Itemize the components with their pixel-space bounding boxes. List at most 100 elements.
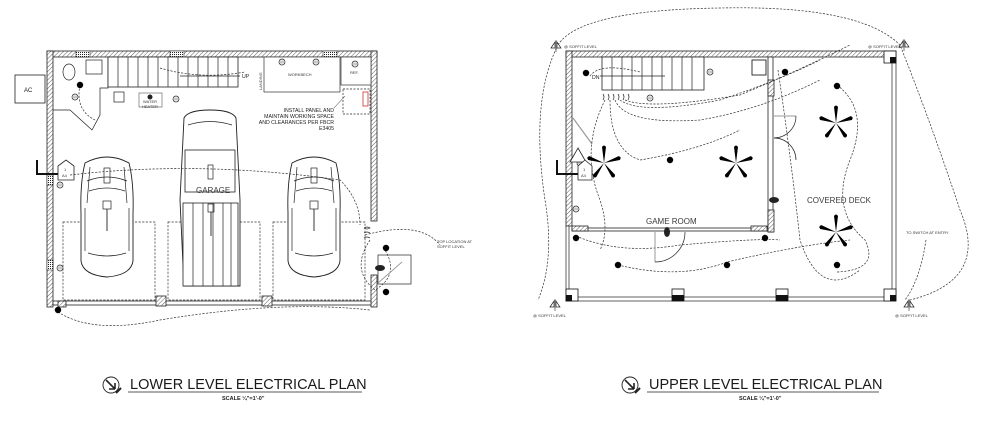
circuit xyxy=(69,168,361,226)
parking-bay xyxy=(167,221,261,301)
outlet-icon xyxy=(56,181,64,189)
pier xyxy=(261,295,273,307)
wall-segment xyxy=(750,225,768,232)
soffit-note-top-left: @ SOFFIT LEVEL xyxy=(564,44,598,49)
upper-plan-title: UPPER LEVEL ELECTRICAL PLAN xyxy=(649,377,882,393)
electric-meter-upper: 1 A4 xyxy=(556,159,593,181)
switch-note: TO SWITCH AT ENTRY xyxy=(906,230,949,235)
circuit xyxy=(617,239,851,273)
stairs-upper: DN xyxy=(589,56,705,91)
parking-bay xyxy=(272,221,366,301)
stairs-lower: UP xyxy=(107,56,250,88)
svg-text:E3405: E3405 xyxy=(319,126,334,132)
deck-rail-right xyxy=(891,56,897,298)
stair-down-label: DN xyxy=(592,75,600,81)
outlet-icon xyxy=(351,60,359,68)
circuit xyxy=(904,239,927,301)
soffit-note-bottom-left: @ SOFFIT LEVEL xyxy=(533,313,567,318)
upper-wall-left xyxy=(565,50,573,227)
panel-note: INSTALL PANEL AND MAINTAIN WORKING SPACE… xyxy=(259,108,335,132)
electrical-panel xyxy=(362,91,369,107)
outlet-icon xyxy=(646,94,654,102)
ceiling-fan-icon xyxy=(718,145,754,179)
circuit xyxy=(614,79,821,122)
circuit xyxy=(836,84,870,273)
circuit xyxy=(609,99,741,161)
garage-door-line xyxy=(52,300,372,306)
sink xyxy=(85,59,103,75)
toilet xyxy=(62,63,76,81)
pickup-truck xyxy=(179,109,241,287)
circuit xyxy=(777,69,861,281)
svg-text:A4: A4 xyxy=(62,173,68,178)
circuit xyxy=(575,235,781,249)
workbench xyxy=(263,56,341,93)
circuit xyxy=(537,44,559,301)
wall-segment xyxy=(571,225,589,232)
window xyxy=(322,50,338,58)
panel-clearance xyxy=(342,88,371,115)
wall-segment xyxy=(767,79,775,97)
deck-rail-bottom xyxy=(565,296,897,302)
circuit xyxy=(360,239,391,291)
covered-deck-label: COVERED DECK xyxy=(807,196,872,205)
water-heater: WATER HEATER xyxy=(113,91,163,109)
garage-label: GARAGE xyxy=(196,186,230,195)
svg-text:TOP LOCATION AT: TOP LOCATION AT xyxy=(437,239,473,244)
stair-up-label: UP xyxy=(242,74,250,80)
circuit xyxy=(54,306,371,326)
refrigerator-label: REF. xyxy=(350,70,359,75)
light-fixture-icon xyxy=(664,154,676,166)
wall-right xyxy=(370,50,378,222)
svg-text:INSTALL PANEL AND: INSTALL PANEL AND xyxy=(284,108,335,114)
circuit xyxy=(78,84,96,121)
window xyxy=(46,259,54,271)
outlet-icon xyxy=(706,68,714,76)
circuit xyxy=(619,59,821,108)
light-fixture-icon xyxy=(831,259,843,271)
soffit-note-bottom-right: @ SOFFIT LEVEL xyxy=(895,313,929,318)
window xyxy=(75,50,91,58)
door-swing xyxy=(654,231,686,263)
car-right xyxy=(287,156,341,278)
light-fixture-icon xyxy=(580,67,592,79)
outlet-icon xyxy=(71,93,79,101)
upper-plan-scale: SCALE ¼"=1'-0" xyxy=(739,395,782,402)
pier xyxy=(155,295,167,307)
lower-plan-title: LOWER LEVEL ELECTRICAL PLAN xyxy=(130,377,367,393)
sink xyxy=(751,59,767,76)
wall-right-lower xyxy=(370,274,378,308)
game-room-label: GAME ROOM xyxy=(646,217,697,226)
ac-unit: AC xyxy=(14,74,46,104)
outlet-icon xyxy=(278,58,286,66)
outlet-icon xyxy=(572,205,580,213)
upper-wall-top xyxy=(565,50,897,58)
electric-meter: 1 A4 xyxy=(36,159,75,181)
switch-bank-icon xyxy=(602,93,630,101)
circuit xyxy=(590,99,606,251)
doorbell-icon xyxy=(664,227,670,237)
light-fixture-icon xyxy=(831,80,843,92)
light-fixture-icon xyxy=(570,232,582,244)
outlet-icon xyxy=(56,264,64,272)
doorbell-icon xyxy=(769,197,779,203)
lower-plan-scale: SCALE ¼"=1'-0" xyxy=(222,395,265,402)
door-swing xyxy=(773,115,797,139)
smoke-detector-icon xyxy=(569,147,587,163)
circuit xyxy=(364,229,441,246)
svg-text:AND CLEARANCES PER FBCR: AND CLEARANCES PER FBCR xyxy=(259,120,334,126)
svg-text:HEATER: HEATER xyxy=(142,104,158,109)
door-swing xyxy=(773,137,797,161)
outlet-icon xyxy=(312,58,320,66)
svg-text:1: 1 xyxy=(64,167,67,172)
svg-text:MAINTAIN WORKING SPACE: MAINTAIN WORKING SPACE xyxy=(264,114,334,120)
bathroom-wall xyxy=(53,57,109,131)
ceiling-fan-icon xyxy=(818,214,854,248)
circuit xyxy=(624,44,851,105)
svg-text:1: 1 xyxy=(583,167,586,172)
light-fixture-icon xyxy=(759,232,771,244)
car-left xyxy=(80,156,134,278)
lower-level-plan: AC UP xyxy=(14,50,473,402)
parking-bay xyxy=(62,221,156,301)
